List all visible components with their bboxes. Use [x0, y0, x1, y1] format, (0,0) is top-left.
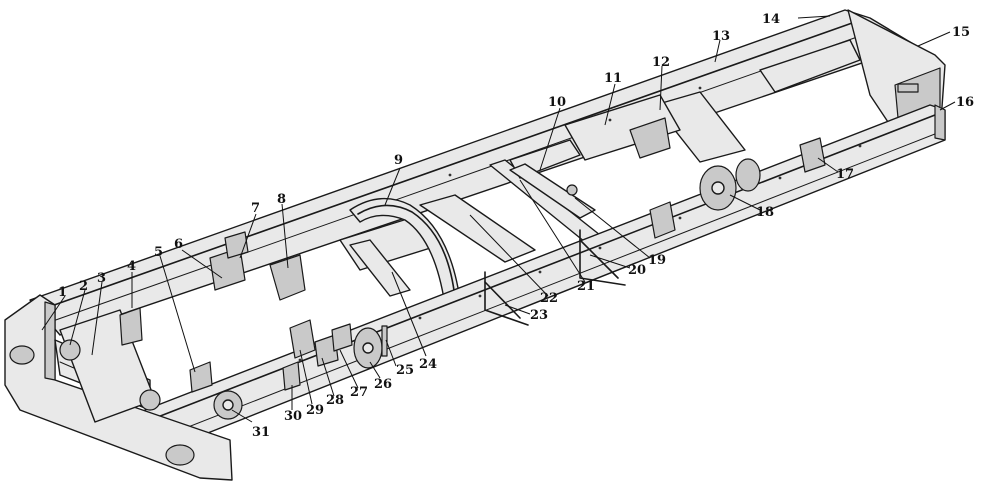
callout-12: 12 [652, 55, 670, 70]
leader-3 [91, 281, 103, 356]
callout-31: 31 [252, 425, 270, 440]
leader-26 [369, 361, 381, 379]
callout-18: 18 [756, 205, 774, 220]
callout-21: 21 [577, 279, 595, 294]
callout-22: 22 [540, 291, 558, 306]
leader-22 [469, 214, 549, 297]
callout-13: 13 [712, 29, 730, 44]
callout-9: 9 [394, 153, 403, 168]
callout-17: 17 [836, 167, 854, 182]
callout-8: 8 [277, 192, 286, 207]
leader-16 [939, 101, 956, 111]
leader-11 [604, 83, 616, 126]
leader-17 [817, 157, 839, 173]
callout-25: 25 [396, 363, 414, 378]
leader-lines [41, 15, 956, 423]
callout-28: 28 [326, 393, 344, 408]
leader-9 [384, 167, 401, 206]
callout-27: 27 [350, 385, 368, 400]
leader-19 [574, 197, 651, 259]
callout-30: 30 [284, 409, 302, 424]
callout-14: 14 [762, 12, 780, 27]
callout-1: 1 [58, 285, 67, 300]
leader-13 [714, 39, 721, 63]
callout-7: 7 [251, 201, 260, 216]
leader-27 [339, 349, 359, 389]
leader-20 [589, 254, 631, 269]
leader-21 [519, 179, 586, 283]
leader-10 [539, 107, 561, 171]
front-cross-member [59, 309, 161, 423]
callout-3: 3 [97, 271, 106, 286]
leader-15 [917, 31, 951, 47]
leader-8 [281, 203, 289, 269]
leader-31 [231, 409, 253, 423]
tube-assembly [509, 163, 596, 219]
callout-6: 6 [174, 237, 183, 252]
callout-23: 23 [530, 308, 548, 323]
leader-7 [239, 213, 257, 259]
callout-10: 10 [548, 95, 566, 110]
leader-25 [385, 339, 397, 367]
hanging-brackets [484, 229, 626, 326]
callout-labels: 1 2 3 4 5 6 7 8 9 10 11 12 13 14 15 16 1… [58, 12, 974, 440]
callout-19: 19 [648, 253, 666, 268]
leader-1 [41, 295, 66, 331]
near-rail-brackets [189, 137, 826, 420]
leader-23 [504, 304, 531, 315]
leader-18 [729, 194, 761, 211]
callout-11: 11 [604, 71, 622, 86]
callout-5: 5 [154, 245, 163, 260]
callout-24: 24 [419, 357, 437, 372]
callout-20: 20 [628, 263, 646, 278]
callout-4: 4 [127, 259, 136, 274]
callout-16: 16 [956, 95, 974, 110]
leader-29 [299, 349, 313, 405]
leader-28 [321, 357, 335, 397]
callout-2: 2 [79, 279, 88, 294]
callout-26: 26 [374, 377, 392, 392]
callout-29: 29 [306, 403, 324, 418]
callout-15: 15 [952, 25, 970, 40]
chassis-frame-drawing [4, 9, 946, 481]
leader-24 [391, 271, 427, 357]
leader-14 [797, 15, 831, 19]
leader-12 [659, 65, 663, 111]
rivets [298, 86, 862, 362]
leader-2 [69, 289, 86, 346]
leader-5 [159, 255, 196, 373]
leader-6 [181, 249, 223, 279]
